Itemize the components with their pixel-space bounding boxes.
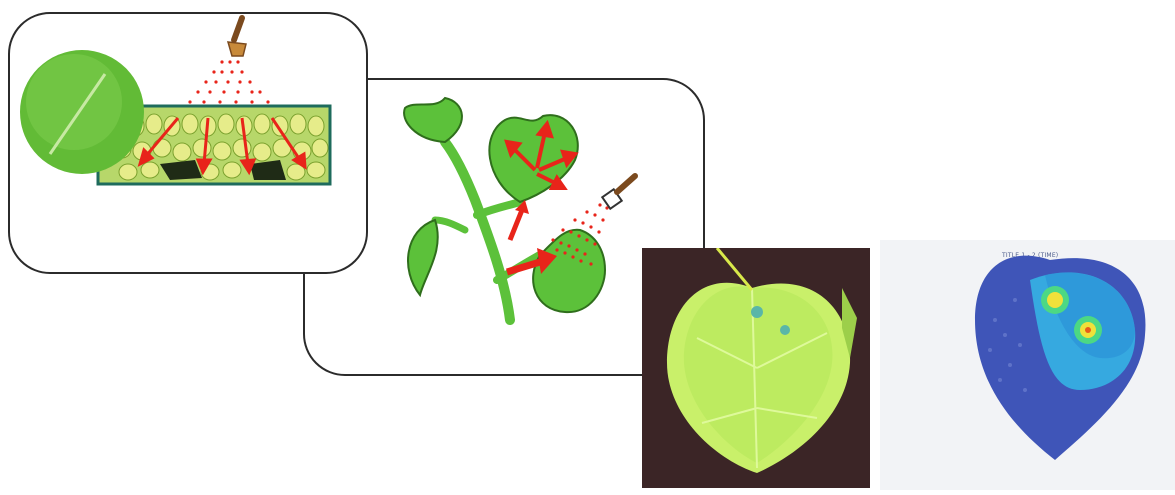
spray-dots xyxy=(188,60,269,103)
spray-nozzle-icon xyxy=(602,176,635,209)
spray-nozzle-icon xyxy=(228,18,246,56)
leaf-cross-section-icon xyxy=(10,14,366,272)
leaf-mid-left xyxy=(408,220,438,295)
leaf-photo xyxy=(642,248,870,488)
leaf-sprayed xyxy=(533,230,605,312)
leaf-cross-section-panel xyxy=(8,12,368,274)
leaf-top-left xyxy=(404,98,462,142)
leaf-heatmap-icon xyxy=(880,240,1175,490)
leaf-heatmap-panel: TITLE 1 - 2 (TIME) xyxy=(880,240,1175,490)
